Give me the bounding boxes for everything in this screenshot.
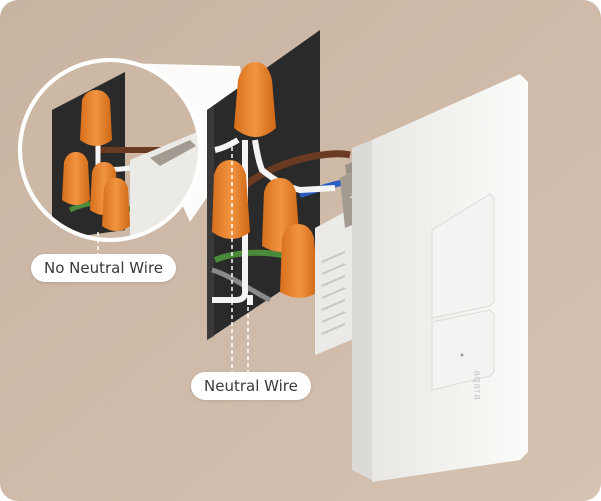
wire-nut-left	[212, 160, 250, 239]
grey-wire	[211, 267, 272, 303]
wire-nut-bottom	[280, 224, 318, 298]
neutral-wire	[212, 140, 249, 303]
switch-button-top	[431, 193, 495, 319]
zoom-circle	[18, 58, 202, 242]
wire-nut-top	[234, 62, 276, 137]
switch-faceplate-side	[352, 140, 372, 480]
brand-logo: aqara	[471, 370, 483, 401]
no-neutral-wire-label: No Neutral Wire	[31, 254, 177, 282]
indicator-dot	[460, 353, 464, 357]
neutral-wire-label: Neutral Wire	[191, 372, 311, 400]
switch-button-bottom	[431, 309, 495, 391]
vent-slots	[321, 251, 346, 335]
